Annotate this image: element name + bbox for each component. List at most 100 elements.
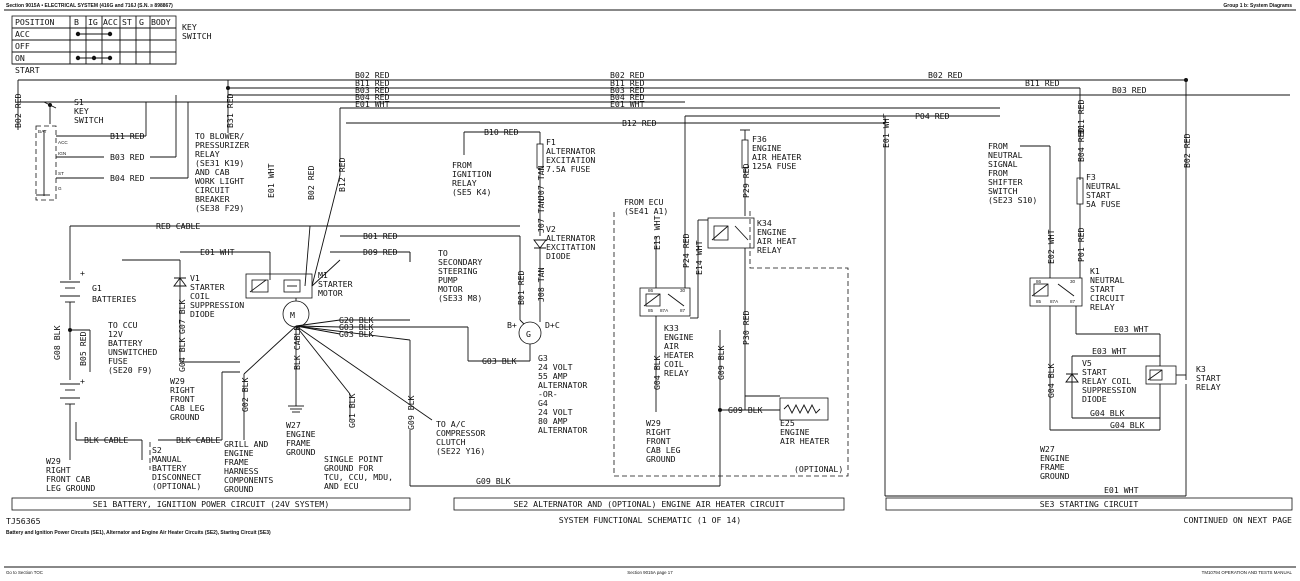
lbl-b11-red-v: B11 RED — [1076, 99, 1086, 134]
key-switch-caption-2: SWITCH — [182, 31, 212, 41]
neutral-3: SIGNAL — [988, 159, 1018, 169]
s2-3: BATTERY — [152, 463, 187, 473]
w29b-3: FRONT CAB — [46, 474, 90, 484]
m1-1: M1 — [318, 270, 328, 280]
lbl-b01-red-v: B01 RED — [516, 270, 526, 305]
lbl-b31-red-v: B31 RED — [225, 93, 235, 128]
ac-2: COMPRESSOR — [436, 428, 485, 438]
v5-1: V5 — [1082, 358, 1092, 368]
neutral-2: NEUTRAL — [988, 150, 1023, 160]
g3-4: ALTERNATOR — [538, 380, 587, 390]
figure-caption: Battery and Ignition Power Circuits (SE1… — [6, 530, 271, 536]
g3-5: -OR- — [538, 389, 558, 399]
f1-3: EXCITATION — [546, 155, 595, 165]
lbl-b11-red-sw: B11 RED — [110, 131, 145, 141]
starter-motor — [243, 174, 720, 487]
single-3: TCU, CCU, MDU, — [324, 472, 393, 482]
blower-7: CIRCUIT — [195, 185, 230, 195]
m1-3: MOTOR — [318, 288, 343, 298]
k33-3: AIR — [664, 341, 679, 351]
lbl-b11-red-3: B11 RED — [1025, 78, 1060, 88]
manual-name: TM10794 OPERATION AND TESTS MANUAL — [1202, 570, 1293, 575]
ac-1: TO A/C — [436, 419, 466, 429]
bus-wires — [17, 78, 1290, 496]
single-1: SINGLE POINT — [324, 454, 383, 464]
lbl-g09-blk-v2: G09 BLK — [716, 345, 726, 380]
lbl-e01-wht-v2: E01 WHT — [266, 163, 276, 198]
w27a-2: ENGINE — [286, 429, 316, 439]
k3-2: START — [1196, 373, 1221, 383]
k1-4: CIRCUIT — [1090, 293, 1125, 303]
sw-pos-ign: IGN — [58, 151, 66, 156]
motor-m-letter: M — [290, 310, 295, 320]
s2-1: S2 — [152, 445, 162, 455]
v5-2: START — [1082, 367, 1107, 377]
grill-5: COMPONENTS — [224, 475, 273, 485]
g3-6: G4 — [538, 398, 548, 408]
lbl-b04-red-2: B04 RED — [610, 92, 645, 102]
k34-3: AIR HEAT — [757, 236, 797, 246]
table-row-start: START — [15, 65, 40, 75]
blower-9: (SE38 F29) — [195, 203, 244, 213]
w29b-1: W29 — [46, 456, 61, 466]
ccu-6: (SE20 F9) — [108, 365, 152, 375]
sec-2: SECONDARY — [438, 257, 482, 267]
neutral-4: FROM — [988, 168, 1008, 178]
table-col-body: BODY — [151, 17, 171, 27]
w29a-5: GROUND — [170, 412, 200, 422]
k34-2: ENGINE — [757, 227, 787, 237]
lbl-b11-red-2: B11 RED — [610, 78, 645, 88]
sec-1: TO — [438, 248, 448, 258]
single-4: AND ECU — [324, 481, 359, 491]
k33-pin-87a: 87A — [660, 308, 669, 313]
section-se3-box — [885, 497, 1293, 511]
lbl-b12-red-v: B12 RED — [337, 157, 347, 192]
lbl-g08-blk: G08 BLK — [52, 325, 62, 360]
sw-pos-g: G — [58, 186, 62, 191]
lbl-b02-red-2: B02 RED — [610, 70, 645, 80]
lbl-e01-wht-2: E01 WHT — [610, 99, 645, 109]
lbl-g03-blk-1: G03 BLK — [339, 322, 374, 332]
lbl-e14-wht: E14 WHT — [694, 240, 704, 275]
k1-pin-87a: 87A — [1050, 299, 1059, 304]
lbl-e01-wht-v3: E01 WHT — [881, 113, 891, 148]
k33-5: COIL — [664, 359, 684, 369]
w29c-2: RIGHT — [646, 427, 671, 437]
lbl-p30-red: P30 RED — [741, 310, 751, 345]
w29c-1: W29 — [646, 418, 661, 428]
v1-2: STARTER — [190, 282, 225, 292]
lbl-g07-blk: G07 BLK — [177, 299, 187, 334]
neutral-7: (SE23 S10) — [988, 195, 1037, 205]
k33-pin-85: 85 — [648, 308, 654, 313]
f36-2: ENGINE — [752, 143, 782, 153]
key-switch-caption-1: KEY — [182, 22, 197, 32]
optional-tag: (OPTIONAL) — [794, 464, 843, 474]
table-col-g: G — [139, 17, 144, 27]
g3-7: 24 VOLT — [538, 407, 573, 417]
lbl-b04-red-sw: B04 RED — [110, 173, 145, 183]
grill-2: ENGINE — [224, 448, 254, 458]
table-col-ig: IG — [88, 17, 98, 27]
ccu-5: FUSE — [108, 356, 128, 366]
k1-pin-86: 86 — [1036, 279, 1042, 284]
blower-2: PRESSURIZER — [195, 140, 249, 150]
v2-3: EXCITATION — [546, 242, 595, 252]
sec-5: MOTOR — [438, 284, 463, 294]
k33-4: HEATER — [664, 350, 694, 360]
lbl-b10-red: B10 RED — [484, 127, 519, 137]
lbl-engine-cable: BLK CABLE — [292, 326, 302, 370]
grill-1: GRILL AND — [224, 439, 268, 449]
f1-4: 7.5A FUSE — [546, 164, 590, 174]
toc-link[interactable]: Go to Section TOC — [6, 570, 43, 575]
lbl-b01-red-1: B01 RED — [363, 231, 398, 241]
k33-pin-30: 30 — [680, 288, 686, 293]
w27b-3: FRAME — [1040, 462, 1065, 472]
grill-4: HARNESS — [224, 466, 259, 476]
v5-3: RELAY COIL — [1082, 376, 1131, 386]
f1-2: ALTERNATOR — [546, 146, 595, 156]
lbl-b02-red-v: B02 RED — [13, 93, 23, 128]
lbl-b04-red-1: B04 RED — [355, 92, 390, 102]
w29a-2: RIGHT — [170, 385, 195, 395]
e25-3: AIR HEATER — [780, 436, 829, 446]
